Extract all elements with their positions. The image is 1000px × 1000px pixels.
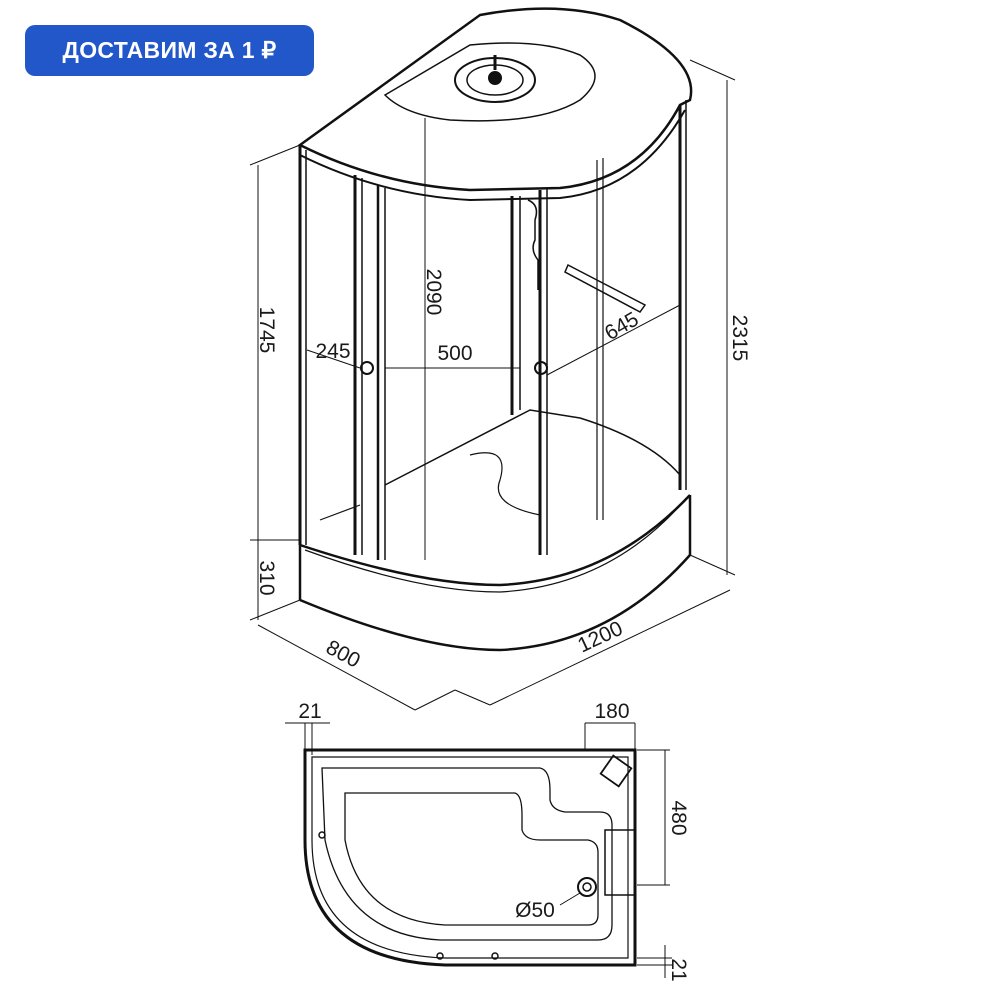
- dim-1745: 1745: [255, 307, 278, 354]
- towel-rail-icon: [564, 263, 647, 313]
- door-handle-icon: [360, 361, 374, 375]
- dim-1200: 1200: [574, 617, 626, 658]
- dimension-lines-top: [285, 722, 672, 978]
- dim-500: 500: [437, 342, 472, 365]
- dim-480: 480: [667, 800, 690, 835]
- dim-2090: 2090: [422, 269, 445, 316]
- dim-2315: 2315: [728, 315, 751, 362]
- dim-21-top: 21: [298, 700, 321, 723]
- door-handle-icon: [534, 361, 548, 375]
- dim-310: 310: [255, 560, 278, 595]
- dim-800: 800: [322, 636, 364, 673]
- dim-21-bottom: 21: [667, 958, 690, 981]
- tray-top-view: [303, 748, 637, 967]
- dim-drain: Ø50: [515, 899, 555, 922]
- dim-645: 645: [601, 308, 643, 345]
- delivery-badge[interactable]: ДОСТАВИМ ЗА 1 ₽: [25, 25, 314, 76]
- cabin-3d-view: [297, 7, 693, 652]
- dimension-lines-3d: [249, 59, 736, 711]
- dim-180: 180: [594, 700, 629, 723]
- dim-245: 245: [315, 340, 350, 363]
- drain-icon: [577, 877, 597, 897]
- corner-fitting-icon: [599, 754, 633, 788]
